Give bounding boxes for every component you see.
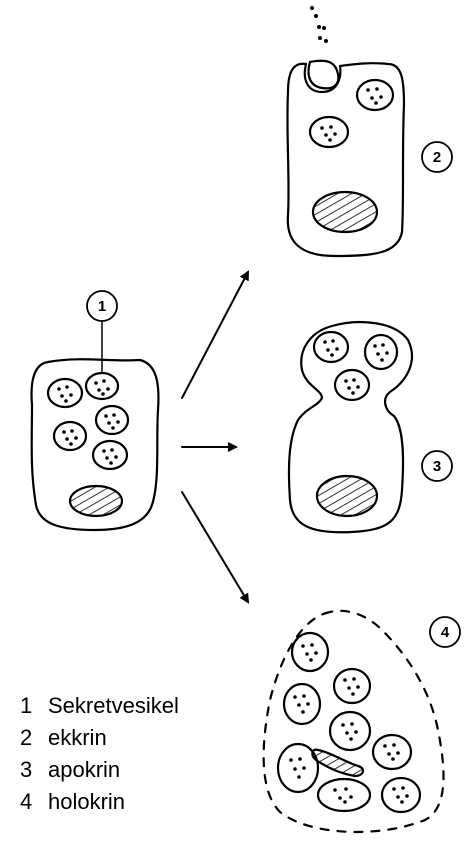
vesicle [334, 669, 370, 703]
cell-holocrine-nucleus-fragment [312, 750, 363, 776]
legend-text: Sekretvesikel [48, 693, 179, 718]
vesicle [318, 779, 370, 811]
legend-number: 4 [20, 786, 48, 818]
legend-text: ekkrin [48, 725, 107, 750]
cell-secretory [32, 291, 159, 530]
secretion-droplet [324, 39, 328, 43]
legend-number: 3 [20, 754, 48, 786]
vesicle [314, 332, 348, 362]
vesicle [292, 633, 328, 671]
label-2: 2 [433, 149, 441, 166]
cell-holocrine [264, 611, 460, 832]
legend-text: apokrin [48, 757, 120, 782]
label-3: 3 [433, 458, 441, 475]
legend-number: 1 [20, 690, 48, 722]
cell-apocrine-nucleus [317, 476, 377, 516]
vesicle [93, 441, 127, 469]
cell-eccrine [287, 6, 452, 256]
legend-text: holokrin [48, 789, 125, 814]
secretion-droplet [317, 25, 321, 29]
cell-secretory-nucleus [70, 486, 122, 516]
cell-eccrine-nucleus [313, 192, 377, 232]
vesicle [335, 370, 369, 400]
vesicle [382, 778, 420, 812]
legend-number: 2 [20, 722, 48, 754]
vesicle [48, 379, 82, 407]
secretion-droplet [314, 14, 318, 18]
vesicle [96, 406, 128, 434]
vesicle [330, 712, 370, 750]
cell-apocrine [289, 322, 452, 532]
vesicle [373, 735, 411, 769]
vesicle [310, 117, 348, 147]
secretion-droplet [310, 6, 314, 10]
label-1: 1 [98, 298, 106, 315]
cell-holocrine-boundary [264, 611, 444, 832]
cell-eccrine-membrane [309, 61, 339, 89]
vesicle [357, 80, 393, 110]
arrow-to-eccrine [182, 272, 248, 398]
vesicle [86, 373, 118, 399]
secretion-droplet [318, 36, 322, 40]
vesicle [365, 335, 397, 369]
label-4: 4 [441, 624, 450, 641]
vesicle [284, 684, 320, 724]
vesicle [54, 422, 86, 450]
arrow-to-holocrine [182, 492, 248, 602]
secretion-droplet [322, 26, 326, 30]
